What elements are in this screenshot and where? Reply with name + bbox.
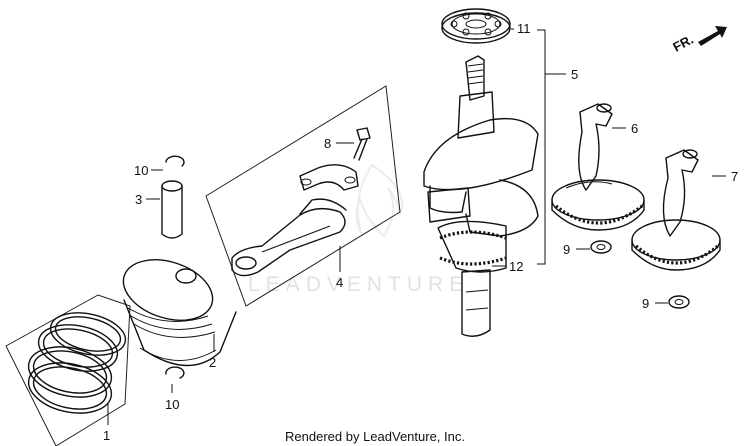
- piston-ring-box: [5, 294, 131, 446]
- watermark-text: LEADVENTURE: [248, 273, 469, 296]
- front-direction-label: FR.: [670, 32, 696, 55]
- piston-pin: [161, 180, 183, 239]
- watermark-flame-icon: [355, 163, 404, 238]
- ball-bearing: [441, 8, 511, 44]
- callout-4: 4: [336, 275, 343, 290]
- balancer-shaft-6: [551, 103, 645, 231]
- footer-credit: Rendered by LeadVenture, Inc.: [285, 429, 465, 444]
- front-arrow-icon: [698, 26, 727, 46]
- callout-10-lower: 10: [165, 397, 179, 412]
- callout-8: 8: [324, 136, 331, 151]
- crankshaft: [423, 55, 539, 337]
- callout-12: 12: [509, 259, 523, 274]
- piston-pin-clip-lower: [165, 366, 185, 379]
- callout-1: 1: [103, 428, 110, 443]
- callout-9-lower: 9: [642, 296, 649, 311]
- callout-7: 7: [731, 169, 738, 184]
- piston-ring-set: [5, 294, 131, 446]
- connecting-rod: [231, 198, 347, 277]
- rod-bolt: [353, 127, 371, 161]
- balancer-shaft-7: [631, 149, 721, 271]
- thrust-washer-upper: [590, 240, 612, 254]
- callout-2: 2: [209, 355, 216, 370]
- callout-3: 3: [135, 192, 142, 207]
- callout-11: 11: [517, 21, 531, 36]
- thrust-washer-lower: [668, 295, 690, 309]
- callout-10-upper: 10: [134, 163, 148, 178]
- callout-6: 6: [631, 121, 638, 136]
- rod-cap: [299, 164, 359, 191]
- piston-pin-clip-upper: [165, 155, 185, 167]
- callout-9-upper: 9: [563, 242, 570, 257]
- callout-5: 5: [571, 67, 578, 82]
- piston: [122, 259, 237, 367]
- front-direction-indicator: FR.: [670, 26, 727, 55]
